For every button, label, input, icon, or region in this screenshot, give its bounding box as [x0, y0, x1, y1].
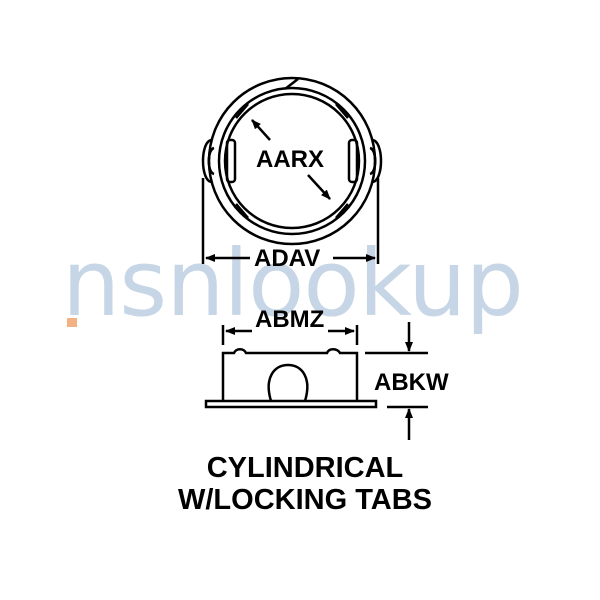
abmz-label: ABMZ	[255, 306, 325, 333]
watermark-dot	[67, 318, 77, 327]
adav-label: ADAV	[254, 245, 321, 272]
caption-line-1: CYLINDRICAL	[206, 452, 404, 484]
top-view-ring	[201, 76, 383, 246]
abkw-label: ABKW	[374, 369, 449, 396]
adav-dimension	[201, 178, 380, 264]
watermark-text: nsnlookup	[62, 230, 524, 337]
side-view-body	[204, 348, 378, 409]
caption-line-2: W/LOCKING TABS	[178, 484, 432, 517]
caption: CYLINDRICAL W/LOCKING TABS	[150, 452, 460, 517]
abmz-dimension	[221, 325, 359, 345]
aarx-dimension-arrows	[251, 119, 331, 200]
aarx-label: AARX	[256, 146, 325, 173]
abkw-dimension	[365, 322, 428, 440]
